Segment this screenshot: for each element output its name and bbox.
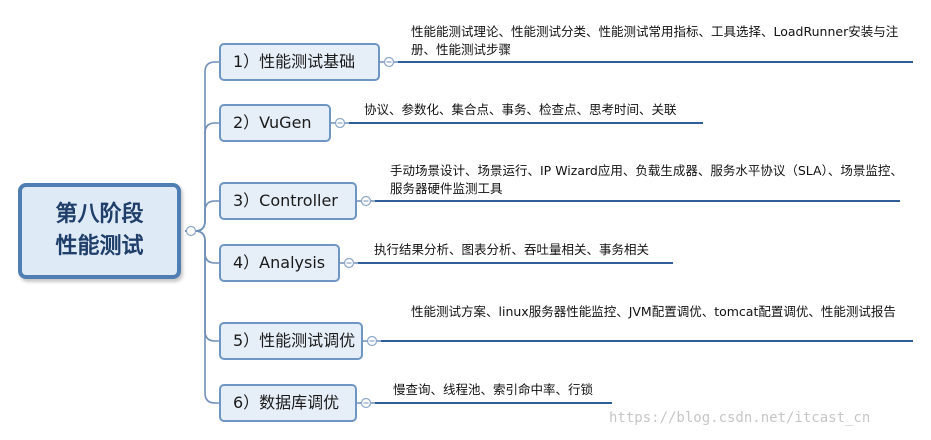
root-topic[interactable]: 第八阶段 性能测试	[18, 183, 181, 279]
root-connectors	[185, 61, 219, 404]
watermark: https://blog.csdn.net/itcast_cn	[609, 410, 871, 426]
root-topic-line2: 性能测试	[55, 234, 144, 259]
branch-detail-6: 慢查询、线程池、索引命中率、行锁	[393, 382, 594, 397]
branch-topic-5[interactable]: 5）性能测试调优	[219, 322, 363, 360]
branch-topic-2[interactable]: 2）VuGen	[219, 104, 331, 142]
branch-detail-4: 执行结果分析、图表分析、吞吐量相关、事务相关	[374, 242, 650, 257]
connector-3	[185, 200, 219, 232]
connector-2	[185, 122, 219, 232]
root-collapse-toggle[interactable]	[185, 225, 197, 237]
branch-detail-2: 协议、参数化、集合点、事务、检查点、思考时间、关联	[364, 102, 677, 117]
detail-underlines	[331, 61, 913, 404]
branch-topic-3[interactable]: 3）Controller	[219, 182, 357, 220]
branch-topic-4[interactable]: 4）Analysis	[219, 244, 340, 282]
branch-detail-1: 性能能测试理论、性能测试分类、性能测试常用指标、工具选择、LoadRunner安…	[411, 24, 899, 57]
connector-6	[185, 230, 219, 404]
branch-topic-6[interactable]: 6）数据库调优	[219, 384, 357, 422]
connector-5	[185, 230, 219, 342]
branch-topic-1[interactable]: 1）性能测试基础	[219, 43, 380, 81]
branch-detail-3: 手动场景设计、场景运行、IP Wizard应用、负载生成器、服务水平协议（SLA…	[390, 163, 903, 196]
connector-1	[185, 61, 219, 232]
branch-detail-5: 性能测试方案、linux服务器性能监控、JVM配置调优、tomcat配置调优、性…	[411, 304, 896, 319]
collapse-markers	[185, 56, 395, 409]
root-topic-line1: 第八阶段	[55, 202, 144, 227]
